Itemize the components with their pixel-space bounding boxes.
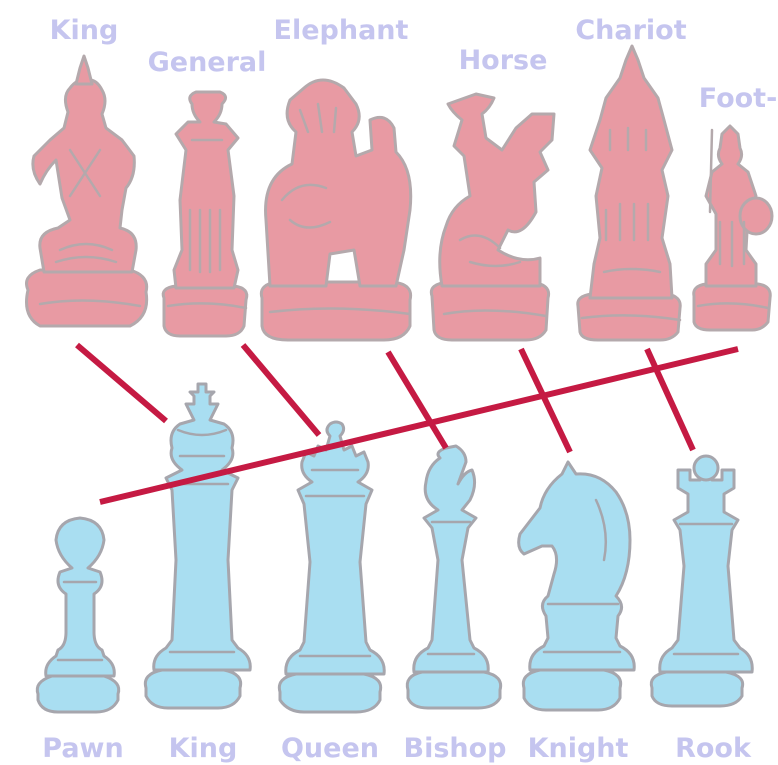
label-ancient-general: General [148,47,267,78]
label-queen: Queen [281,733,379,764]
ancient-general-icon [163,92,247,336]
label-ancient-chariot: Chariot [575,15,686,46]
ancient-elephant-icon [261,80,410,340]
connector-king-king [77,345,166,421]
label-pawn: Pawn [42,733,123,764]
ancient-king-icon [27,56,147,326]
label-ancient-foot: Foot- [699,83,778,114]
knight-icon [519,462,635,710]
ancient-chariot-icon [578,46,680,340]
pawn-icon [37,518,118,712]
label-rook: Rook [675,733,752,764]
label-ancient-king: King [50,15,119,46]
connector-general-queen [243,345,319,435]
rook-icon [651,456,752,706]
label-bishop: Bishop [403,733,506,764]
label-ancient-horse: Horse [459,45,548,76]
label-knight: Knight [528,733,629,764]
label-king: King [169,733,238,764]
ancient-horse-icon [431,94,554,340]
bishop-icon [407,446,500,708]
queen-icon [279,422,384,712]
king-icon [145,384,250,708]
ancient-foot-soldier-icon [694,126,772,330]
label-ancient-elephant: Elephant [274,15,409,46]
